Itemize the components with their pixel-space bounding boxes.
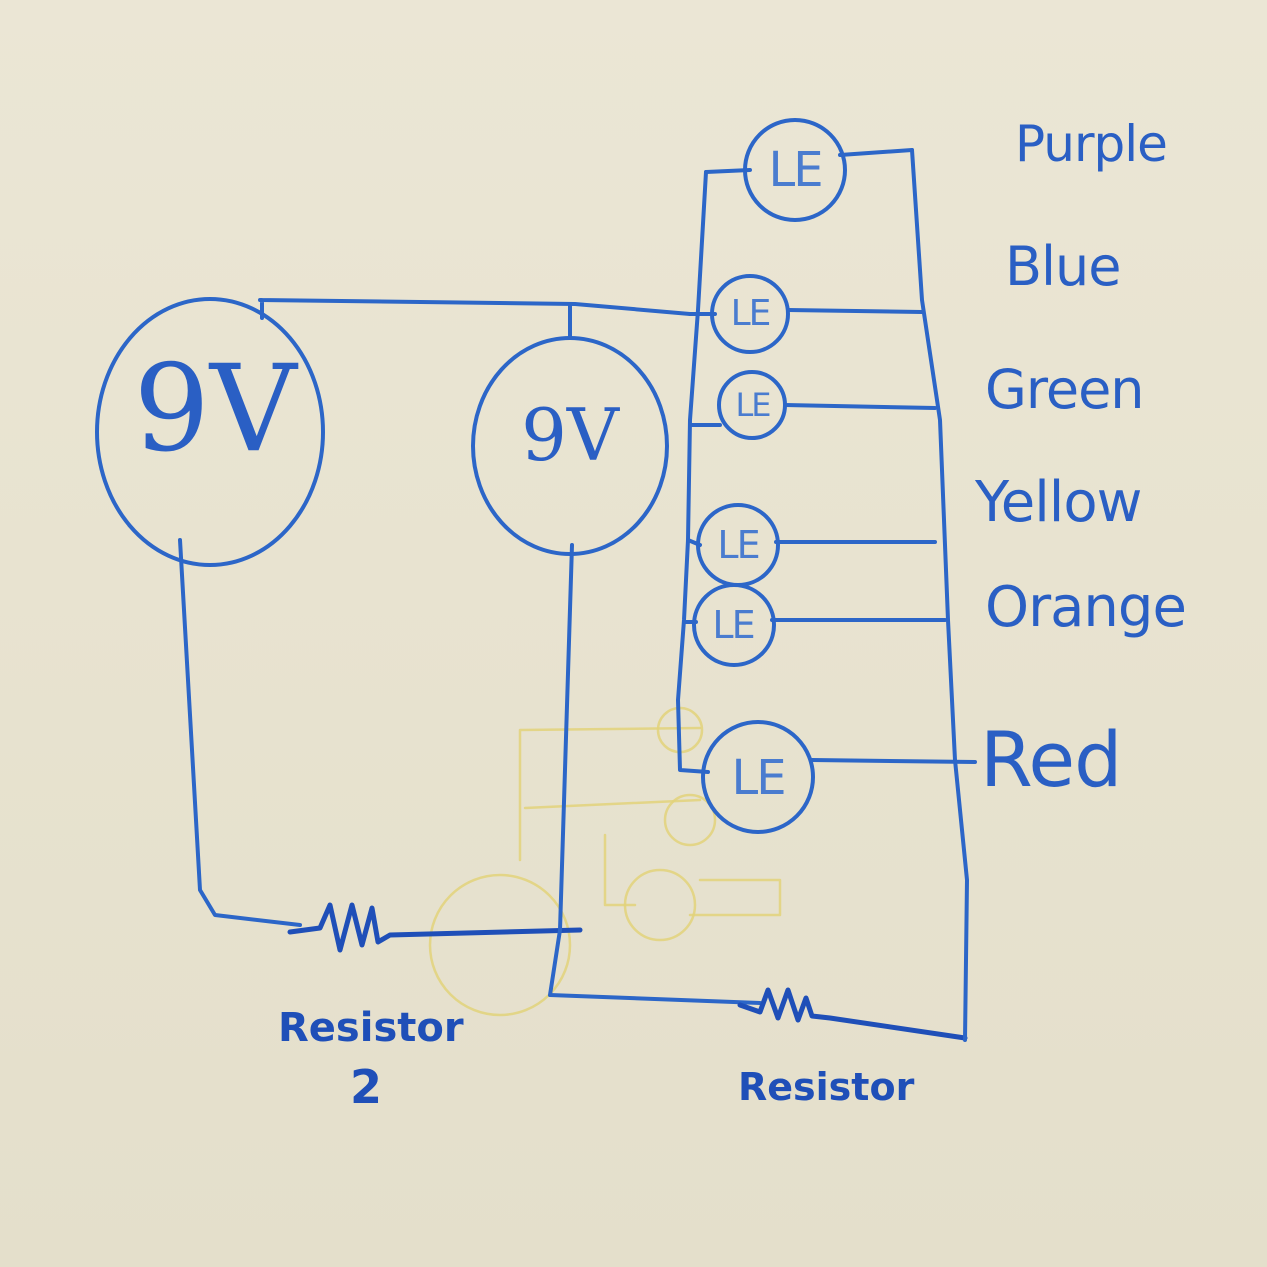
wire-label-orange: Orange	[985, 575, 1187, 640]
led-blue-label: LE	[730, 293, 772, 334]
left-return-wire	[178, 538, 302, 927]
led-yellow-label: LE	[717, 523, 760, 567]
led-purple-label: LE	[768, 142, 823, 198]
led-orange	[682, 583, 947, 667]
left-battery-circle	[95, 297, 325, 567]
erased-yellow-sketch	[428, 706, 782, 1017]
led-green	[688, 370, 937, 440]
led-red	[701, 720, 977, 834]
left-resistor-symbol	[287, 902, 583, 953]
wire-label-purple: Purple	[1015, 115, 1168, 173]
led-blue	[688, 274, 924, 354]
left-battery-label: 9V	[133, 340, 297, 479]
right-resistor-symbol	[737, 987, 968, 1041]
center-battery-label: 9V	[521, 393, 619, 477]
wire-label-red: Red	[980, 715, 1122, 804]
center-return-wire	[548, 543, 762, 1005]
led-purple-left-lead	[704, 168, 752, 174]
left-led-bus	[676, 170, 710, 774]
left-resistor-label: Resistor	[278, 1005, 464, 1051]
led-red-label: LE	[731, 750, 786, 806]
wire-label-green: Green	[985, 358, 1145, 421]
left-resistor-sublabel: 2	[350, 1060, 383, 1114]
led-orange-label: LE	[712, 603, 755, 647]
right-resistor-label: Resistor	[738, 1065, 915, 1109]
right-rail	[910, 148, 969, 1042]
top-wire	[258, 298, 692, 320]
led-green-label: LE	[735, 386, 771, 424]
wire-label-blue: Blue	[1005, 235, 1121, 298]
led-purple	[743, 118, 914, 222]
wire-label-yellow: Yellow	[975, 470, 1142, 535]
